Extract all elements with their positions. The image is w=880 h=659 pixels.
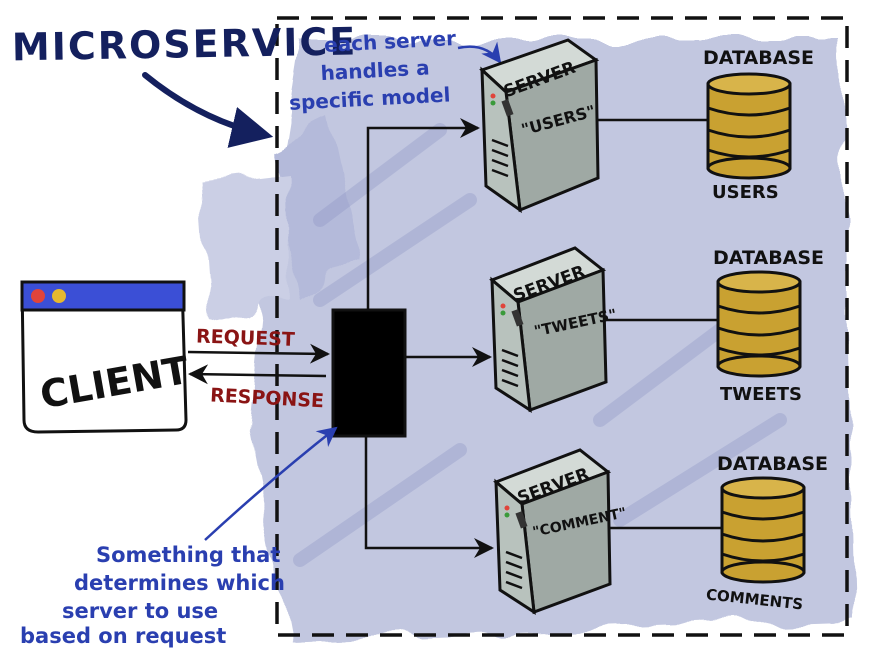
route-to-comments <box>364 436 494 558</box>
svg-text:based on request: based on request <box>20 624 226 648</box>
svg-text:handles a: handles a <box>320 55 430 85</box>
server-tweets: SERVER "TWEETS" <box>489 246 618 413</box>
database-comments-heading: DATABASE <box>717 453 828 475</box>
response-arrow <box>188 364 327 385</box>
annotation-bottom: Something that determines which server t… <box>20 543 285 648</box>
annotation-bottom-arrow <box>204 426 338 541</box>
request-arrow <box>187 343 330 364</box>
database-tweets: DATABASE TWEETS <box>713 247 824 405</box>
client-title-bar <box>20 280 186 312</box>
router-box <box>331 308 407 438</box>
svg-text:Something that: Something that <box>96 543 280 567</box>
annotation-top-arrow <box>457 41 502 64</box>
client-minimize-dot <box>52 289 66 303</box>
server-users: SERVER "USERS" <box>479 38 600 214</box>
title-arrow <box>142 72 274 148</box>
response-label: RESPONSE <box>210 384 325 412</box>
database-tweets-name: TWEETS <box>720 384 802 405</box>
diagram-title: MICROSERVICE <box>12 19 358 69</box>
svg-text:determines which: determines which <box>74 571 285 595</box>
microservice-boundary <box>275 16 849 637</box>
route-to-users <box>366 118 480 310</box>
client-window: CLIENT <box>20 280 192 434</box>
database-tweets-heading: DATABASE <box>713 247 824 269</box>
client-close-dot <box>31 289 45 303</box>
request-label: REQUEST <box>196 325 296 350</box>
database-comments: DATABASE COMMENTS <box>705 453 828 614</box>
database-users-name: USERS <box>712 182 779 203</box>
svg-text:server to use: server to use <box>62 599 218 623</box>
watercolor-streaks <box>293 123 787 567</box>
database-users-heading: DATABASE <box>703 47 814 69</box>
database-users: DATABASE USERS <box>703 47 814 203</box>
server-comments: SERVER "COMMENT" <box>493 448 628 615</box>
